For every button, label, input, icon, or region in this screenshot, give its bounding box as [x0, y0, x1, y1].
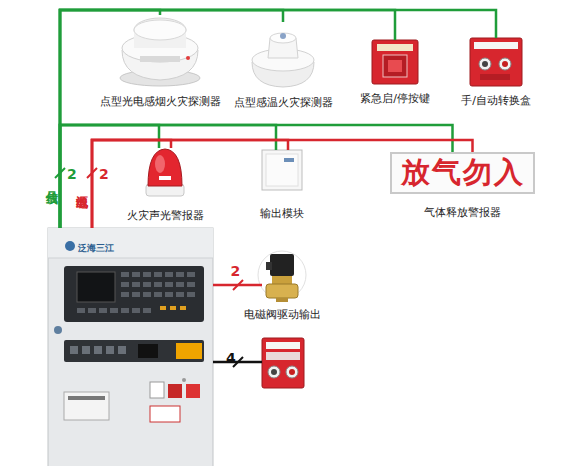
device-caption: 输出模块 — [260, 206, 304, 221]
wire-count: 2 — [231, 263, 241, 279]
signal-wire — [60, 125, 159, 228]
solenoid-valve — [258, 251, 306, 302]
device-caption: 点型感温火灾探测器 — [234, 95, 333, 110]
device-caption: 火灾声光警报器 — [127, 208, 204, 223]
wire-count: 4 — [226, 350, 236, 366]
wire-count: 2 — [67, 166, 77, 182]
solenoid-node: 电磁阀驱动输出 — [262, 252, 302, 302]
output-module-node: 输出模块 — [262, 150, 302, 190]
switch-box-node: 手/自动转换盒 — [470, 38, 522, 86]
device-caption: 点型光电感烟火灾探测器 — [100, 94, 221, 109]
switch-box — [470, 38, 522, 86]
signal-wire — [60, 125, 453, 228]
signal-wire — [60, 10, 160, 228]
signal-wire — [60, 10, 283, 228]
control-panel-node: 泛海三江 — [48, 228, 213, 466]
strobe-node: 火灾声光警报器 — [142, 148, 188, 196]
output-module — [262, 150, 302, 190]
device-caption: 紧急启/停按键 — [360, 91, 430, 106]
sign-text: 放气勿入 — [401, 153, 525, 193]
button-node: 紧急启/停按键 — [372, 40, 418, 84]
device-caption: 手/自动转换盒 — [461, 93, 531, 108]
signal-wire — [60, 10, 496, 228]
heat-detector — [252, 33, 314, 87]
device-caption: 气体释放警报器 — [424, 205, 501, 220]
gas-release-sign: 放气勿入气体释放警报器 — [390, 152, 535, 194]
power-wire — [213, 284, 262, 287]
signal-wire — [60, 125, 276, 228]
emergency-button — [372, 40, 418, 84]
wire-count: 2 — [99, 166, 109, 182]
smoke-detector-node: 点型光电感烟火灾探测器 — [120, 15, 200, 87]
manual-control-box — [262, 338, 304, 388]
heat-detector-node: 点型感温火灾探测器 — [250, 22, 316, 88]
device-caption: 电磁阀驱动输出 — [244, 307, 321, 322]
power-wire — [92, 140, 473, 228]
power-wire — [92, 140, 288, 228]
smoke-detector — [120, 18, 200, 86]
wire-count-ticks — [55, 168, 243, 367]
brand-name: 泛海三江 — [78, 242, 114, 255]
strobe-alarm — [146, 149, 184, 196]
signal-wire — [60, 10, 395, 228]
control-panel — [48, 228, 213, 466]
power-wire — [92, 140, 171, 228]
